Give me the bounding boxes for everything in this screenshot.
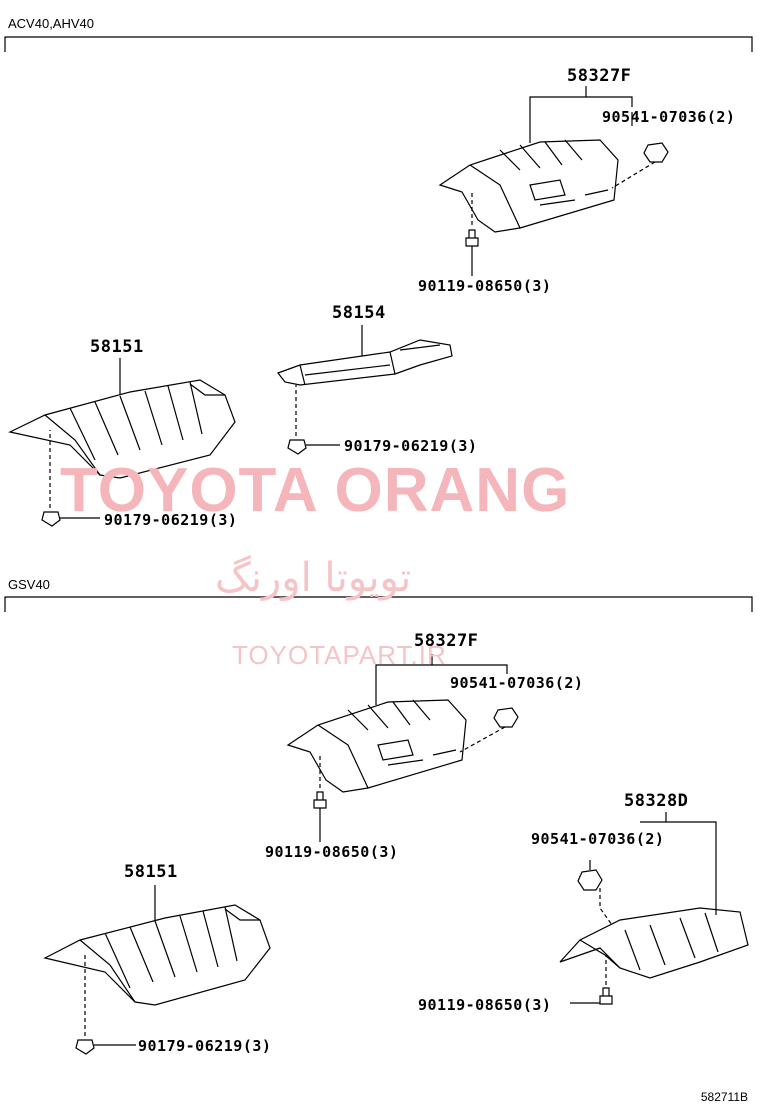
section-frame-acv40 <box>4 36 753 52</box>
bolt-90119-top <box>465 229 479 247</box>
part-number-90119-bolt[interactable]: 90119-08650(3) <box>418 277 552 295</box>
watermark-url: TOYOTAPART.IR <box>232 640 447 670</box>
part-number-90119-bolt-gsv[interactable]: 90119-08650(3) <box>265 843 399 861</box>
part-number-90179-nut-mid[interactable]: 90179-06219(3) <box>344 437 478 455</box>
section-label-acv40: ACV40,AHV40 <box>8 16 94 31</box>
figure-reference: 582711B <box>700 1090 748 1104</box>
part-number-58327f[interactable]: 58327F <box>567 66 632 86</box>
watermark-farsi: تویوتا اورنگ <box>215 555 412 601</box>
nut-90179-gsv <box>75 1039 95 1055</box>
clip-90541-gsv <box>493 707 519 728</box>
clip-90541-top <box>643 142 669 163</box>
bolt-90119-right <box>599 987 613 1005</box>
part-number-90541-clip-right[interactable]: 90541-07036(2) <box>531 830 665 848</box>
heat-insulator-58327f-top <box>438 139 619 233</box>
part-number-58327f-gsv[interactable]: 58327F <box>414 631 479 651</box>
watermark-latin: TOYOTA ORANG <box>60 456 571 525</box>
part-number-58328d[interactable]: 58328D <box>624 791 689 811</box>
heat-insulator-58151-top <box>8 379 236 479</box>
part-number-90179-nut-gsv[interactable]: 90179-06219(3) <box>138 1037 272 1055</box>
part-number-90179-nut-low[interactable]: 90179-06219(3) <box>104 511 238 529</box>
heat-insulator-58151-gsv <box>43 904 271 1006</box>
part-number-58154[interactable]: 58154 <box>332 303 386 323</box>
heat-insulator-58154 <box>277 339 453 386</box>
nut-90179-mid <box>287 439 307 455</box>
part-number-90119-bolt-right[interactable]: 90119-08650(3) <box>418 996 552 1014</box>
clip-90541-right <box>577 869 603 891</box>
nut-90179-low <box>41 511 61 527</box>
part-number-90541-clip[interactable]: 90541-07036(2) <box>602 108 736 126</box>
heat-insulator-58327f-gsv <box>286 699 467 793</box>
bolt-90119-gsv <box>313 791 327 809</box>
part-number-58151-gsv[interactable]: 58151 <box>124 862 178 882</box>
part-number-90541-clip-gsv[interactable]: 90541-07036(2) <box>450 674 584 692</box>
section-frame-gsv40 <box>4 596 753 612</box>
section-label-gsv40: GSV40 <box>8 577 50 592</box>
part-number-58151[interactable]: 58151 <box>90 337 144 357</box>
heat-insulator-58328d <box>559 907 749 979</box>
